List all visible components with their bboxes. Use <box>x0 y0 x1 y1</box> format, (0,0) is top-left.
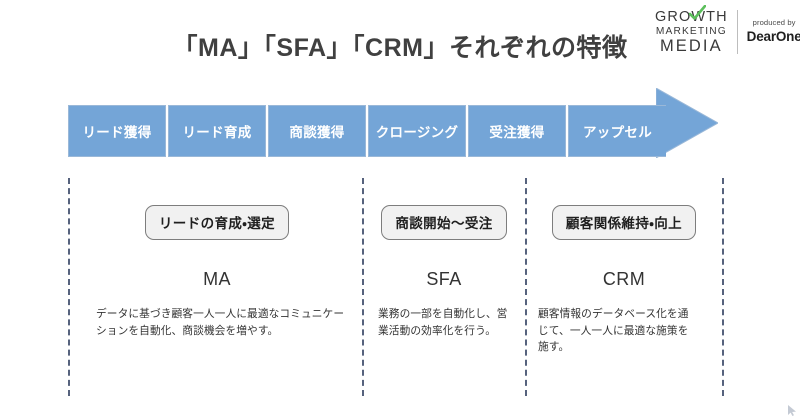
section-ma-description: データに基づき顧客一人一人に最適なコミュニケーションを自動化、商談機会を増やす。 <box>96 308 345 337</box>
logo-line-growth: GROWTH <box>655 5 728 25</box>
funnel-stage-lead-nurturing[interactable]: リード育成 <box>168 105 266 157</box>
logo-growth-text: GROWTH <box>655 9 728 25</box>
logo-line-marketing: MARKETING <box>655 25 727 37</box>
arrow-head-icon <box>656 88 718 158</box>
section-ma-pill: リードの育成・選定 <box>144 205 290 240</box>
funnel-stage-label: リード育成 <box>182 125 252 140</box>
funnel-stage-lead-acquisition[interactable]: リード獲得 <box>68 105 166 157</box>
green-check-icon <box>689 5 707 20</box>
funnel-stage-label: リード獲得 <box>82 125 152 140</box>
divider-dashed-2 <box>362 178 364 396</box>
divider-dashed-1 <box>68 178 70 396</box>
funnel-stage-label: クロージング <box>375 125 459 140</box>
section-sfa-description: 業務の一部を自動化し、営業活動の効率化を行う。 <box>378 308 508 337</box>
funnel-stage-label: 商談獲得 <box>289 125 345 140</box>
section-crm-acronym: CRM <box>602 269 646 289</box>
funnel-arrow: リード獲得 リード育成 商談獲得 クロージング 受注獲得 アップセル <box>68 88 718 158</box>
mouse-cursor-icon <box>788 405 796 416</box>
section-ma-acronym: MA <box>203 269 231 289</box>
funnel-stage-deal-acquisition[interactable]: 商談獲得 <box>268 105 366 157</box>
section-crm-pill-wrap: 顧客関係維持・向上 <box>533 205 715 240</box>
section-crm-description: 顧客情報のデータベース化を通じて、一人一人に最適な施策を施す。 <box>538 308 689 354</box>
section-crm: 顧客関係維持・向上 CRM 顧客情報のデータベース化を通じて、一人一人に最適な施… <box>533 205 715 356</box>
funnel-stage-closing[interactable]: クロージング <box>368 105 466 157</box>
funnel-stage-list: リード獲得 リード育成 商談獲得 クロージング 受注獲得 アップセル <box>68 105 666 157</box>
section-sfa-pill: 商談開始〜受注 <box>381 205 507 240</box>
funnel-stage-order-won[interactable]: 受注獲得 <box>468 105 566 157</box>
brand-logo: GROWTH MARKETING MEDIA produced by DearO… <box>655 5 800 55</box>
logo-line-media: MEDIA <box>659 36 723 55</box>
funnel-stage-upsell[interactable]: アップセル <box>568 105 666 157</box>
section-ma: リードの育成・選定 MA データに基づき顧客一人一人に最適なコミュニケーションを… <box>78 205 356 339</box>
divider-dashed-3 <box>525 178 527 396</box>
page-title: 「MA」「SFA」「CRM」それぞれの特徴 <box>172 34 628 62</box>
section-crm-pill: 顧客関係維持・向上 <box>551 205 697 240</box>
section-ma-pill-wrap: リードの育成・選定 <box>78 205 356 240</box>
section-sfa-pill-wrap: 商談開始〜受注 <box>370 205 518 240</box>
dearone-wordmark: DearOne <box>746 29 800 45</box>
logo-divider <box>736 10 738 55</box>
funnel-stage-label: 受注獲得 <box>489 125 545 140</box>
divider-dashed-4 <box>722 178 724 396</box>
section-sfa-acronym: SFA <box>426 269 462 289</box>
funnel-stage-label: アップセル <box>583 125 652 140</box>
section-sfa: 商談開始〜受注 SFA 業務の一部を自動化し、営業活動の効率化を行う。 <box>370 205 518 339</box>
produced-by-label: produced by <box>752 18 796 27</box>
growth-marketing-media-logo: GROWTH MARKETING MEDIA <box>655 5 728 55</box>
producer-logo: produced by DearOne <box>746 18 800 45</box>
